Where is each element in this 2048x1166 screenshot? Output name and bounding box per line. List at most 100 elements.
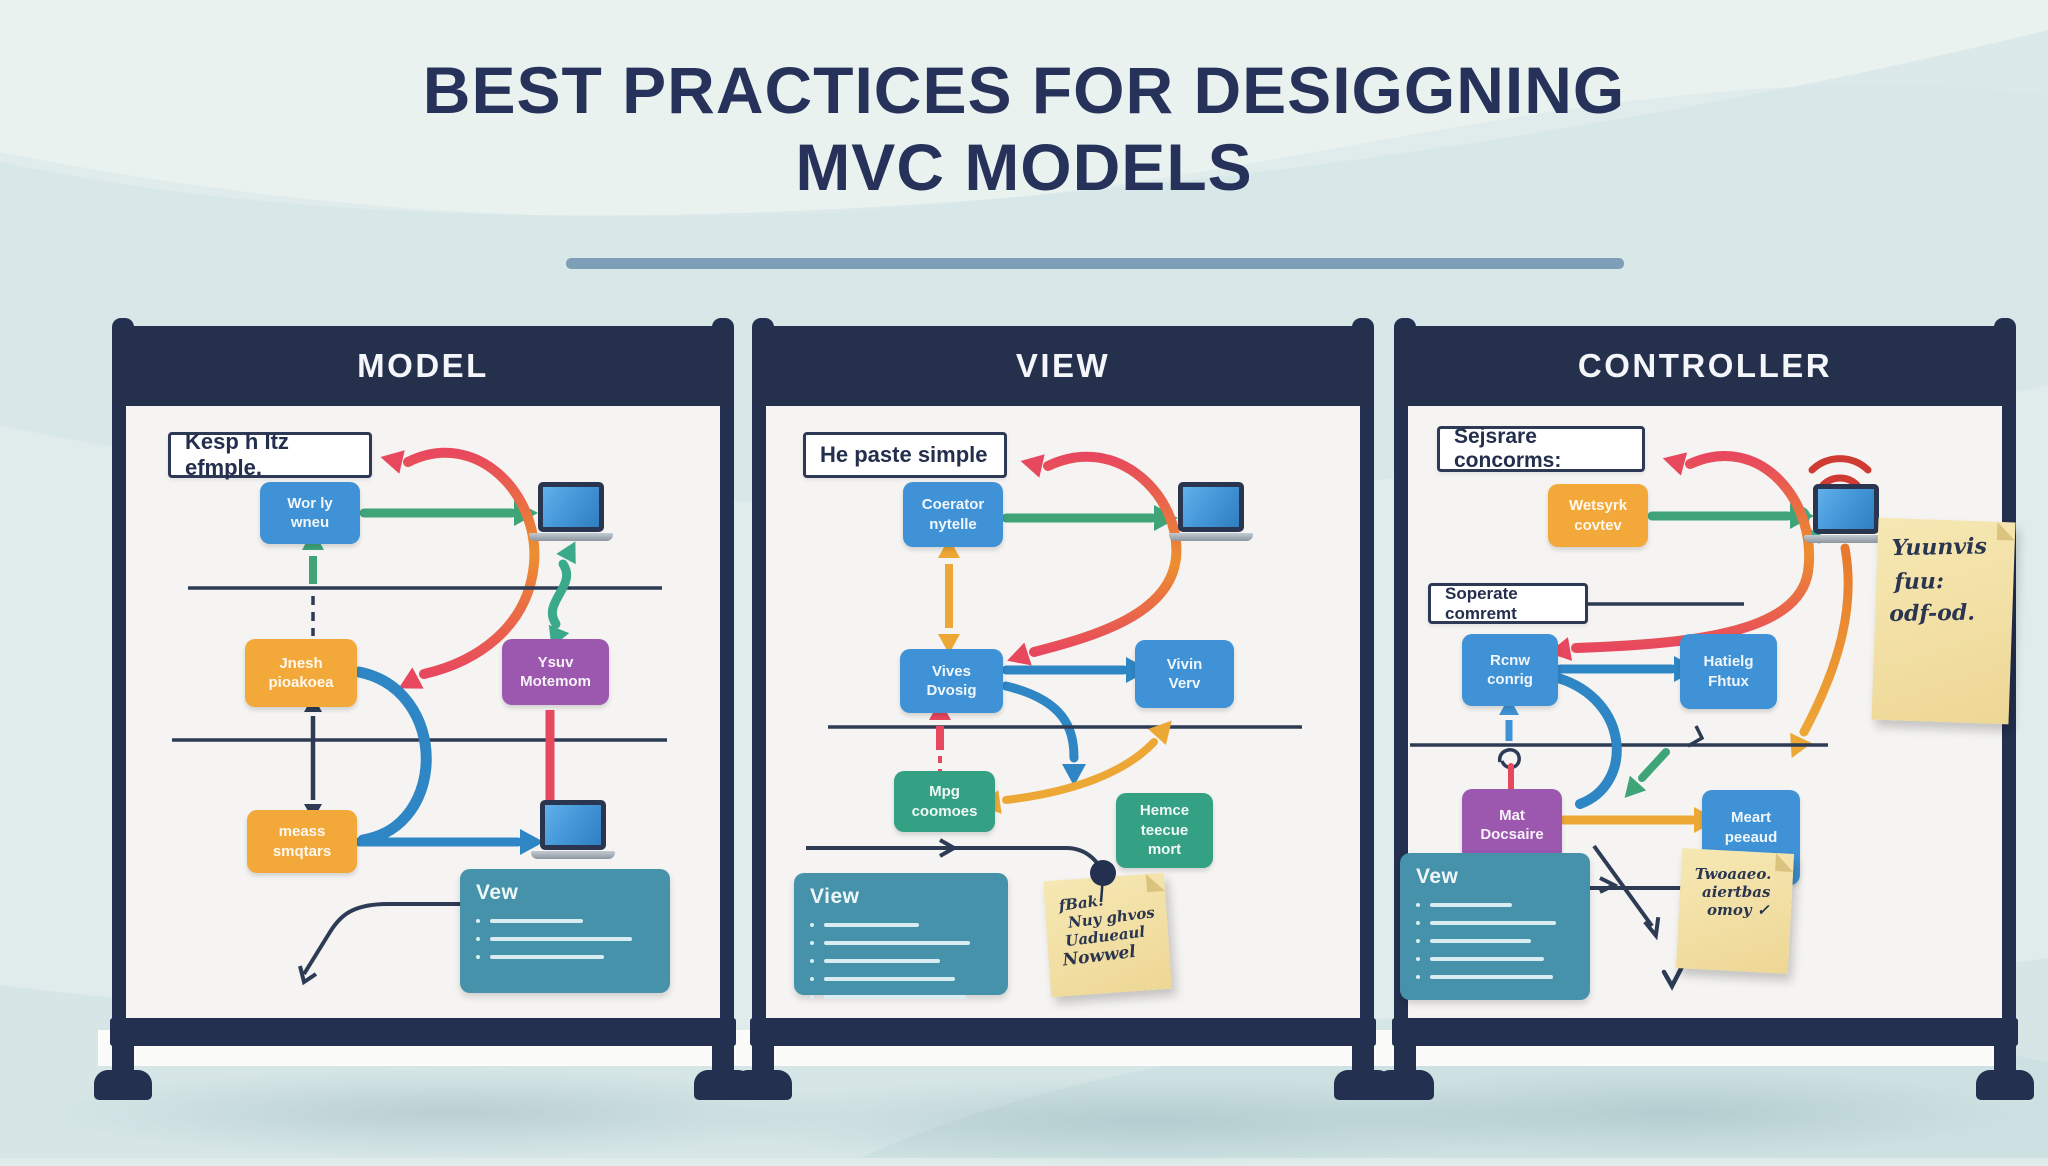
tip-box-2: Soperate comremt — [1428, 583, 1588, 624]
node-blue-right: Hatielg Fhtux — [1680, 634, 1777, 709]
sticky-text: fuu: — [1894, 568, 1945, 596]
laptop-screen — [540, 800, 606, 850]
frame-rail — [110, 1018, 736, 1046]
sticky-text: odf-od. — [1889, 599, 1976, 628]
bullet-row — [476, 937, 654, 941]
ground-shadow-center — [700, 1076, 1600, 1166]
page-title-line1: BEST PRACTICES FOR DESIGGNING — [422, 53, 1626, 127]
node-blue-left: Rcnw conrig — [1462, 634, 1558, 706]
node-green-right: Hemce teecue mort — [1116, 793, 1213, 868]
node-orange-top: Jnesh pioakoea — [245, 639, 357, 707]
ground-shadow-right — [1320, 1068, 2020, 1158]
model-stand: MODEL — [94, 318, 752, 1118]
tip-box: Kesp h Itz efmple. — [168, 429, 372, 480]
bullet-row — [810, 977, 992, 981]
node-label: meass — [278, 823, 326, 840]
view-note-card: Vew — [460, 869, 670, 993]
sticky-text: omoy ✓ — [1707, 901, 1770, 920]
bullet-row — [476, 919, 654, 923]
tip-box: Sejsrare concorms: — [1437, 425, 1645, 472]
panel-header-label: CONTROLLER — [1577, 347, 1833, 384]
node-label: Rcnw — [1489, 651, 1530, 669]
node-label: Mpg — [929, 783, 960, 800]
node-vivin: Vivin Verv — [1135, 640, 1234, 708]
sticky-text: aiertbas — [1701, 883, 1771, 902]
bullet-row — [810, 941, 992, 945]
laptop-screen — [538, 482, 604, 532]
frame-foot — [734, 1070, 792, 1100]
view-stand: VIEW — [734, 318, 1392, 1118]
laptop-screen — [1813, 484, 1879, 534]
bullet-row — [810, 995, 992, 999]
node-label: coomoes — [911, 802, 978, 820]
controller-stand: CONTROLLER — [1376, 318, 2034, 1118]
node-label: smqtars — [272, 842, 332, 860]
node-label: nytelle — [929, 515, 977, 533]
title-underline — [566, 258, 1624, 269]
laptop-icon — [531, 800, 615, 864]
panel-header-model: MODEL — [112, 326, 734, 406]
flow-arrows — [806, 451, 1302, 891]
bullet-row — [1416, 939, 1574, 943]
node-label: Vivin — [1166, 655, 1203, 673]
bullet-row — [1416, 957, 1574, 961]
bullet-row — [1416, 921, 1574, 925]
laptop-base — [529, 533, 613, 541]
view-board: He paste simple Coerator nytelle Vives D… — [766, 406, 1360, 1020]
node-label: Dvosig — [926, 682, 977, 699]
node-label: teecue — [1140, 821, 1189, 839]
node-label: Meart — [1730, 809, 1771, 827]
node-label: Hatielg — [1703, 653, 1754, 670]
model-board: Kesp h Itz efmple. Wor ly wneu Jnesh pio… — [126, 406, 720, 1020]
view-note-card: Vew — [1400, 853, 1590, 1000]
node-label: Verv — [1168, 675, 1201, 692]
bullet-row — [1416, 903, 1574, 907]
note-card-title: Vew — [476, 881, 519, 904]
sticky-text: Yuunvis — [1891, 533, 1988, 562]
node-orange-bottom: meass smqtars — [247, 810, 357, 873]
node-orange: Wetsyrk covtev — [1548, 484, 1648, 547]
laptop-screen — [1178, 482, 1244, 532]
frame-rail — [750, 1018, 1376, 1046]
sticky-note-right: Yuunvis fuu: odf-od. — [1871, 517, 2016, 725]
node-label: Docsaire — [1480, 826, 1544, 843]
note-card-bullets — [476, 919, 654, 959]
page-title: BEST PRACTICES FOR DESIGGNING MVC MODELS — [0, 52, 2048, 205]
node-label: Motemom — [520, 673, 591, 690]
laptop-base — [1804, 535, 1888, 543]
node-label: Jnesh — [279, 654, 323, 672]
note-card-bullets — [810, 923, 992, 999]
frame-foot — [1976, 1070, 2034, 1100]
bullet-row — [476, 955, 654, 959]
panel-header-view: VIEW — [752, 326, 1374, 406]
tip-text: Soperate comremt — [1445, 583, 1518, 623]
node-label: Wor ly — [287, 494, 333, 512]
node-label: Ysuv — [537, 653, 574, 671]
node-creator: Coerator nytelle — [903, 482, 1003, 547]
node-purple: Ysuv Motemom — [502, 639, 609, 705]
panel-header-label: MODEL — [357, 347, 489, 384]
note-card-bullets — [1416, 903, 1574, 979]
node-purple: Mat Docsaire — [1462, 789, 1562, 861]
node-label: Wetsyrk — [1568, 497, 1628, 514]
node-label: Hemce — [1139, 802, 1190, 820]
node-worker: Wor ly wneu — [260, 482, 360, 544]
controller-board: Sejsrare concorms: Soperate comremt Wets… — [1400, 406, 2016, 1020]
node-label: conrig — [1487, 671, 1533, 688]
laptop-icon — [529, 482, 613, 546]
node-vives: Vives Dvosig — [900, 649, 1003, 713]
panel-header-controller: CONTROLLER — [1394, 326, 2016, 406]
frame-foot — [1376, 1070, 1434, 1100]
node-label: wneu — [290, 514, 330, 531]
node-label: mort — [1147, 841, 1182, 859]
note-card-title: Vew — [1416, 865, 1459, 888]
tip-text: He paste simple — [820, 442, 988, 467]
laptop-icon — [1169, 482, 1253, 546]
note-card-title: View — [810, 885, 860, 908]
tip-text: Sejsrare concorms: — [1454, 425, 1562, 472]
bullet-row — [810, 923, 992, 927]
sticky-text: Twoaaeo. — [1694, 865, 1772, 884]
node-label: Mat — [1499, 806, 1525, 824]
node-green-left: Mpg coomoes — [894, 771, 995, 832]
page-title-line2: MVC MODELS — [795, 129, 1253, 204]
